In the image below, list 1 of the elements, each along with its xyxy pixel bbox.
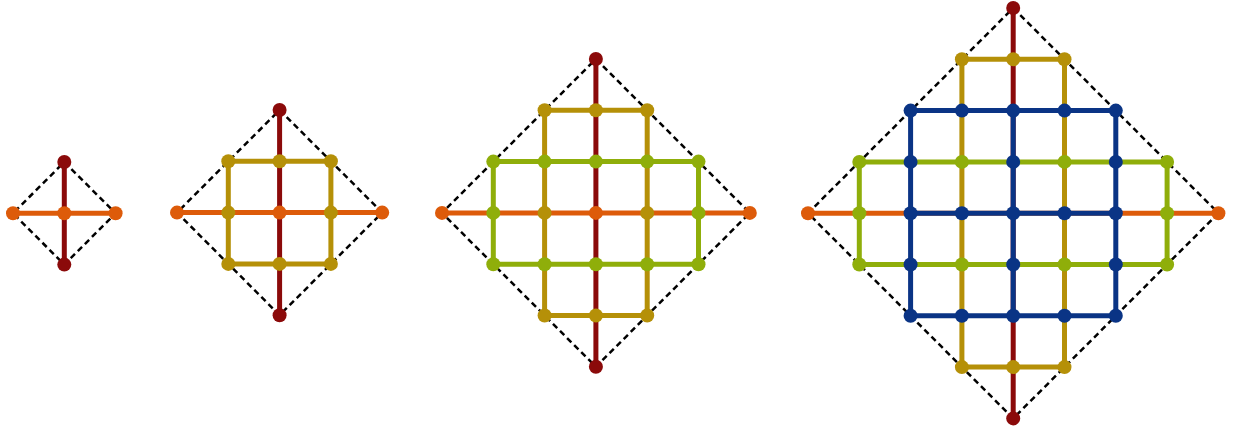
lattice-diamond-drawing	[432, 49, 760, 377]
